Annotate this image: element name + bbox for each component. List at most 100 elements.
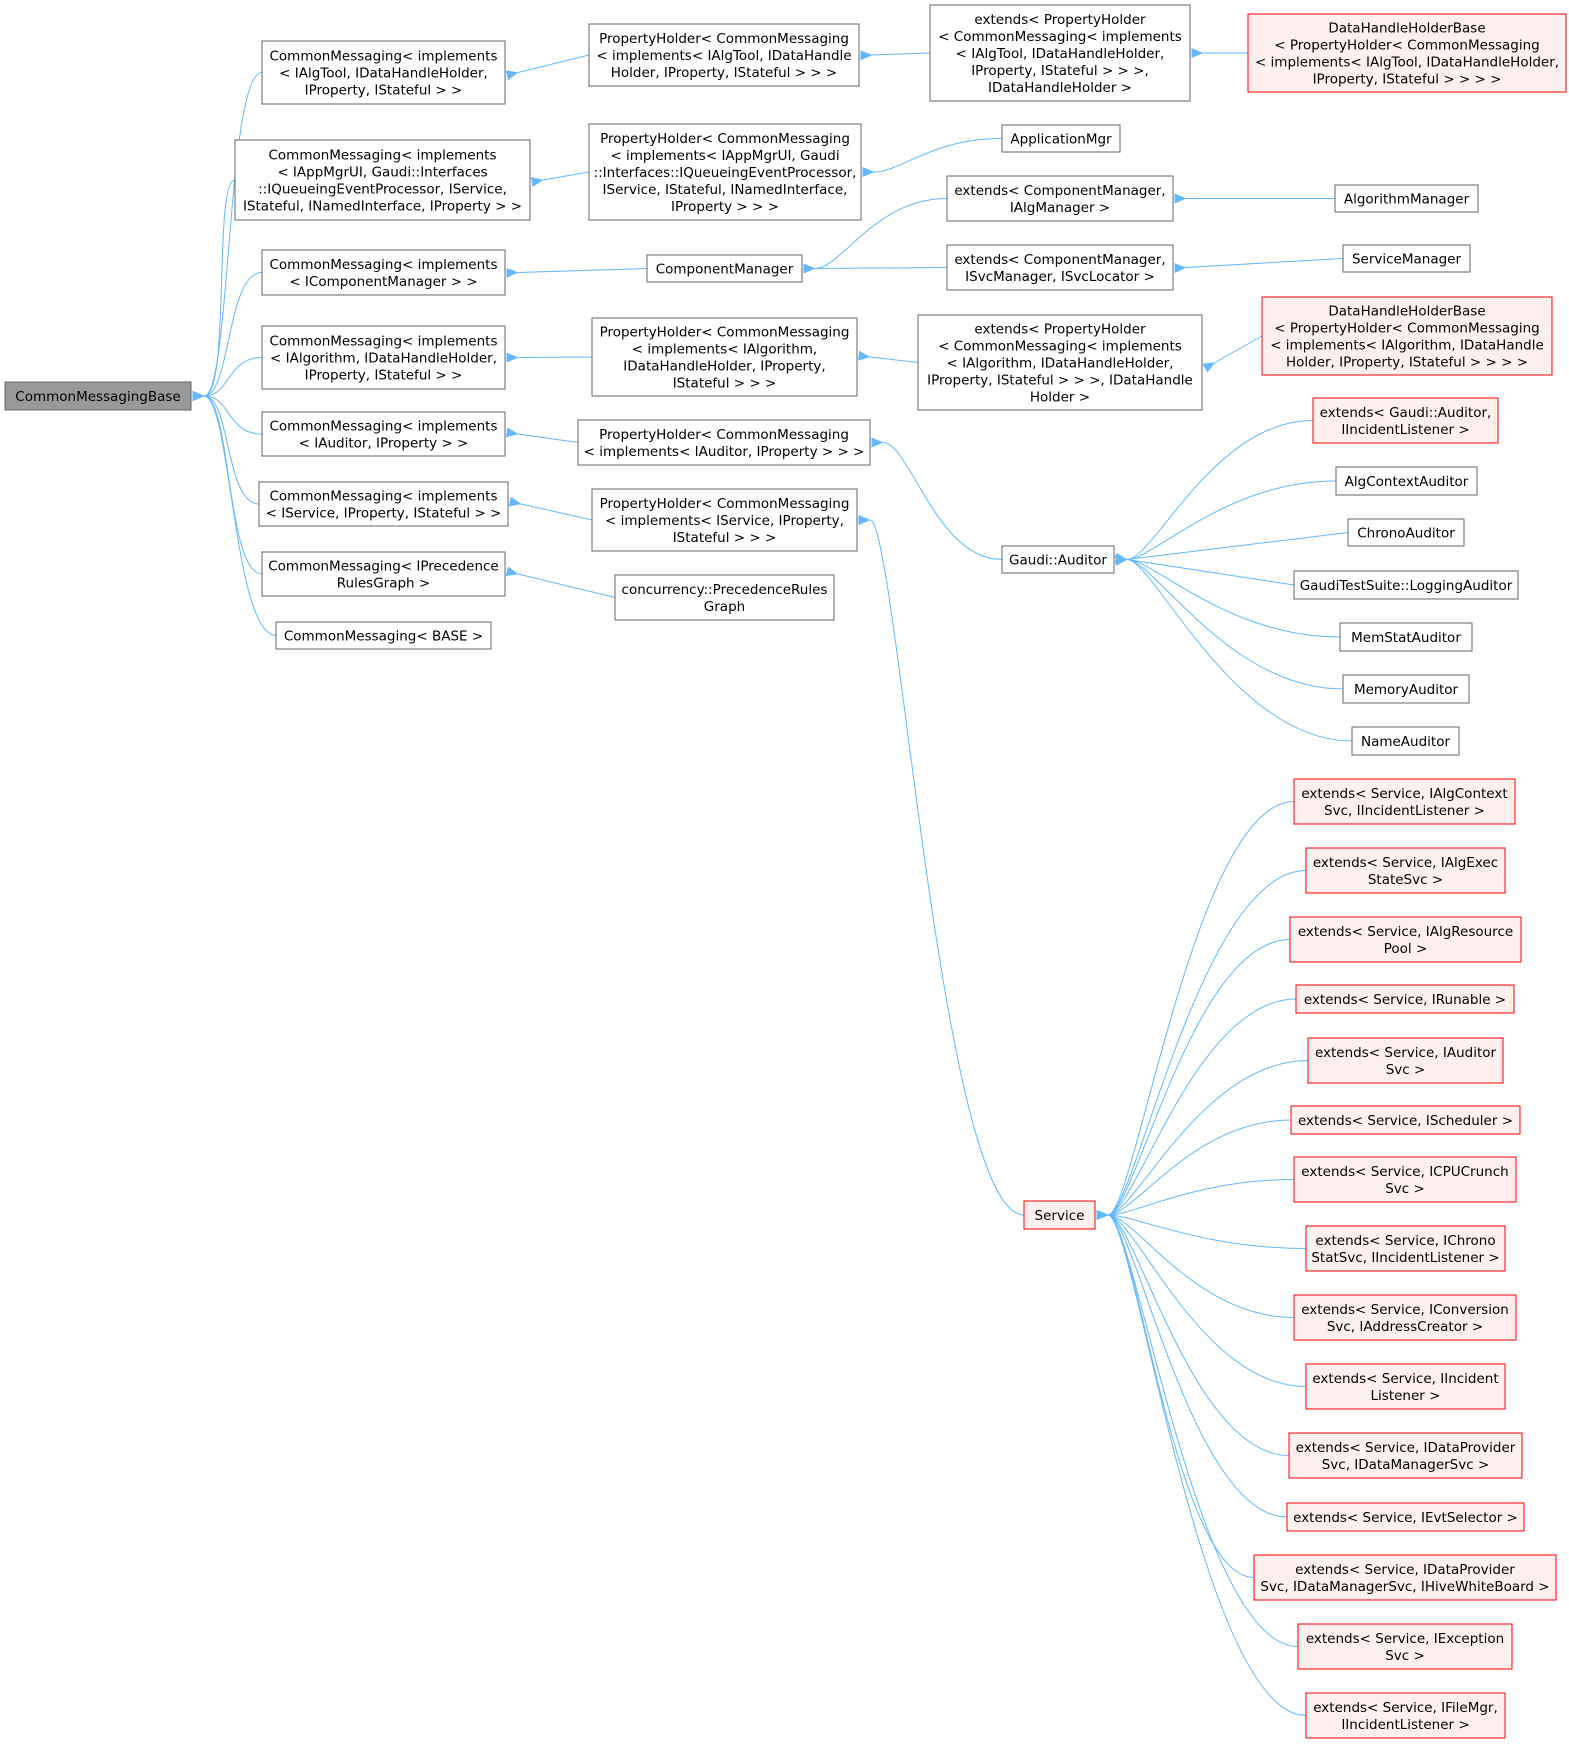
class-node-svc_scheduler[interactable]: extends< Service, IScheduler >: [1290, 1105, 1521, 1135]
class-node-dhhb_algtool[interactable]: DataHandleHolderBase< PropertyHolder< Co…: [1247, 13, 1567, 93]
inheritance-edge-ext_ph_algorithm-to-dhhb_algorithm: [1202, 335, 1263, 373]
class-node-dhhb_algorithm[interactable]: DataHandleHolderBase< PropertyHolder< Co…: [1261, 296, 1553, 376]
class-node-label-line: MemoryAuditor: [1354, 682, 1459, 698]
class-node-ext_cm_svcmgr[interactable]: extends< ComponentManager,ISvcManager, I…: [946, 244, 1174, 291]
class-node-ext_cm_algmgr[interactable]: extends< ComponentManager,IAlgManager >: [946, 175, 1174, 222]
class-node-label-line: Svc >: [1385, 1648, 1425, 1664]
inheritance-edge-service-to-svc_runable: [1096, 998, 1297, 1221]
class-node-box: [261, 551, 506, 597]
class-node-label-line: extends< Gaudi::Auditor,: [1320, 405, 1492, 421]
class-node-box: [1293, 1294, 1517, 1341]
class-node-label-line: < implements< IService, IProperty,: [605, 513, 844, 529]
class-node-nameauditor[interactable]: NameAuditor: [1351, 726, 1460, 756]
class-node-ph_service[interactable]: PropertyHolder< CommonMessaging< impleme…: [591, 488, 858, 552]
class-node-cm_service[interactable]: CommonMessaging< implements< IService, I…: [258, 481, 509, 527]
class-node-loggingauditor[interactable]: GaudiTestSuite::LoggingAuditor: [1293, 570, 1519, 600]
class-node-label-line: extends< Service, IIncident: [1312, 1371, 1498, 1387]
class-node-ph_algorithm[interactable]: PropertyHolder< CommonMessaging< impleme…: [591, 317, 858, 397]
class-node-label-line: ::Interfaces::IQueueingEventProcessor,: [594, 165, 857, 181]
class-node-root[interactable]: CommonMessagingBase: [4, 381, 192, 411]
class-node-servicemanager[interactable]: ServiceManager: [1342, 244, 1471, 273]
inheritance-edge-gaudi_auditor-to-memstatauditor: [1115, 554, 1341, 638]
inheritance-edge-root-to-cm_algtool: [192, 72, 263, 402]
class-node-label-line: ISvcManager, ISvcLocator >: [965, 269, 1155, 285]
class-node-svc_incident[interactable]: extends< Service, IIncidentListener >: [1305, 1363, 1506, 1410]
inheritance-edge-componentmanager-to-ext_cm_algmgr: [803, 198, 948, 274]
inheritance-edge-gaudi_auditor-to-ext_auditor_incident: [1115, 420, 1314, 565]
class-node-label-line: < implements< IAlgTool, IDataHandle: [596, 48, 851, 64]
class-node-ext_ph_algtool[interactable]: extends< PropertyHolder< CommonMessaging…: [929, 4, 1191, 102]
class-node-gaudi_auditor[interactable]: Gaudi::Auditor: [1001, 545, 1115, 574]
inheritance-edge-service-to-svc_chrono: [1096, 1209, 1307, 1249]
class-node-box: [275, 621, 492, 650]
class-node-label-line: StateSvc >: [1368, 872, 1443, 888]
class-node-label-line: extends< Service, IException: [1306, 1631, 1504, 1647]
class-node-ph_appmgr[interactable]: PropertyHolder< CommonMessaging< impleme…: [588, 123, 862, 221]
class-node-label-line: extends< Service, IConversion: [1301, 1302, 1509, 1318]
class-node-componentmanager[interactable]: ComponentManager: [646, 254, 803, 283]
class-node-box: [1293, 778, 1516, 825]
class-node-box: [591, 488, 858, 552]
class-node-box: [234, 139, 531, 221]
class-node-label-line: ComponentManager: [656, 262, 794, 278]
class-node-ph_algtool[interactable]: PropertyHolder< CommonMessaging< impleme…: [588, 23, 860, 87]
inheritance-edge-service-to-svc_scheduler: [1096, 1119, 1292, 1221]
class-node-ext_auditor_incident[interactable]: extends< Gaudi::Auditor,IIncidentListene…: [1312, 397, 1499, 444]
class-node-label-line: < CommonMessaging< implements: [938, 339, 1182, 355]
class-node-cm_auditor[interactable]: CommonMessaging< implements< IAuditor, I…: [261, 411, 506, 457]
class-node-box: [261, 325, 506, 390]
inheritance-edge-gaudi_auditor-to-memoryauditor: [1115, 554, 1344, 690]
class-node-chronoauditor[interactable]: ChronoAuditor: [1347, 518, 1465, 547]
class-node-label-line: ApplicationMgr: [1010, 132, 1112, 148]
inheritance-edge-service-to-svc_incident: [1096, 1209, 1307, 1387]
class-node-label-line: < IAlgTool, IDataHandleHolder,: [956, 46, 1165, 62]
class-node-ext_ph_algorithm[interactable]: extends< PropertyHolder< CommonMessaging…: [917, 314, 1203, 411]
class-node-cm_algtool[interactable]: CommonMessaging< implements< IAlgTool, I…: [261, 40, 506, 105]
class-node-svc_evtselector[interactable]: extends< Service, IEvtSelector >: [1286, 1502, 1525, 1532]
class-node-ph_auditor[interactable]: PropertyHolder< CommonMessaging< impleme…: [577, 419, 871, 466]
inheritance-edge-cm_auditor-to-ph_auditor: [505, 427, 579, 443]
class-node-cm_compmgr[interactable]: CommonMessaging< implements< IComponentM…: [261, 249, 506, 296]
class-node-svc_filemgr[interactable]: extends< Service, IFileMgr,IIncidentList…: [1305, 1692, 1506, 1739]
class-node-box: [917, 314, 1203, 411]
class-node-label-line: extends< Service, IScheduler >: [1298, 1113, 1513, 1129]
class-node-memstatauditor[interactable]: MemStatAuditor: [1339, 622, 1473, 652]
class-node-applicationmgr[interactable]: ApplicationMgr: [1001, 124, 1121, 153]
class-node-box: [261, 249, 506, 296]
class-node-service[interactable]: Service: [1023, 1200, 1096, 1230]
class-node-algcontextauditor[interactable]: AlgContextAuditor: [1335, 466, 1478, 496]
inheritance-edge-service-to-svc_filemgr: [1096, 1209, 1307, 1716]
class-node-memoryauditor[interactable]: MemoryAuditor: [1342, 674, 1470, 704]
class-node-svc_runable[interactable]: extends< Service, IRunable >: [1295, 984, 1515, 1014]
class-node-cm_algorithm[interactable]: CommonMessaging< implements< IAlgorithm,…: [261, 325, 506, 390]
class-node-label-line: StatSvc, IIncidentListener >: [1311, 1250, 1499, 1266]
class-node-label-line: Svc >: [1385, 1181, 1425, 1197]
class-node-cm_base[interactable]: CommonMessaging< BASE >: [275, 621, 492, 650]
inheritance-edge-ph_algorithm-to-ext_ph_algorithm: [858, 350, 919, 363]
class-node-label-line: extends< Service, IAlgExec: [1313, 855, 1498, 871]
class-node-label-line: PropertyHolder< CommonMessaging: [599, 31, 849, 47]
class-node-label-line: CommonMessaging< implements: [269, 489, 497, 505]
class-node-cm_appmgr[interactable]: CommonMessaging< implements< IAppMgrUI, …: [234, 139, 531, 221]
class-node-label-line: MemStatAuditor: [1351, 630, 1461, 646]
class-node-label-line: CommonMessaging< implements: [269, 49, 497, 65]
class-node-label-line: IProperty, IStateful > > >,: [971, 63, 1149, 79]
class-node-label-line: IStateful > > >: [673, 530, 777, 546]
class-node-algorithmmanager[interactable]: AlgorithmManager: [1334, 184, 1479, 213]
class-node-label-line: IStateful > > >: [673, 376, 777, 392]
class-node-box: [1305, 1692, 1506, 1739]
inheritance-edge-root-to-cm_algorithm: [192, 357, 263, 402]
